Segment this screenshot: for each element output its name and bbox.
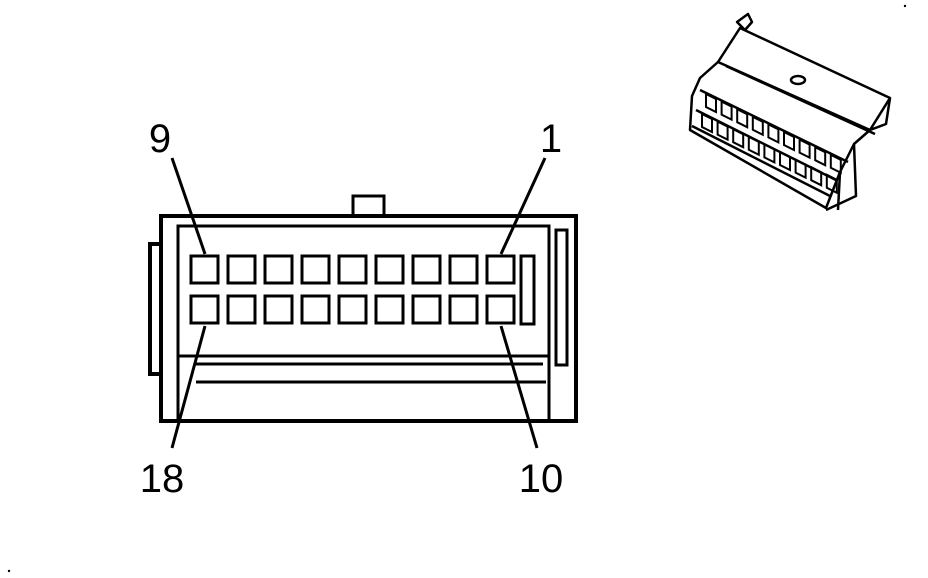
iso-cavity (747, 135, 760, 157)
pin-cavity-5 (337, 254, 368, 285)
pin-cavity-9 (189, 254, 220, 285)
leader-lines (170, 157, 547, 449)
pin-cavity-12 (411, 294, 442, 325)
pin-cavity-14 (337, 294, 368, 325)
iso-cavity (763, 142, 776, 165)
inner-frame (176, 224, 551, 358)
pin-cavity-2 (448, 254, 479, 285)
stray-dot (903, 4, 907, 8)
iso-cavity (751, 115, 764, 137)
leader-pin-18 (170, 325, 207, 449)
stray-dot (7, 569, 11, 573)
pin-cavity-15 (300, 294, 331, 325)
connector-face (148, 194, 578, 423)
label-pin-10: 10 (519, 457, 564, 501)
lower-ledge (176, 356, 551, 421)
iso-cavity (705, 92, 717, 114)
locking-tab (351, 194, 386, 218)
leader-pin-9 (170, 157, 207, 255)
pin-cavity-4 (374, 254, 405, 285)
label-pin-1: 1 (540, 117, 562, 161)
pin-cavity-8 (226, 254, 257, 285)
pin-cavities (189, 254, 516, 325)
pin-cavity-7 (263, 254, 294, 285)
iso-cavity (779, 150, 791, 172)
iso-cavity (798, 137, 811, 160)
iso-cavity (701, 112, 713, 134)
iso-cavity (736, 107, 749, 129)
pin-cavity-17 (226, 294, 257, 325)
label-pin-9: 9 (149, 117, 171, 161)
pin-cavity-13 (374, 294, 405, 325)
pin-cavity-1 (485, 254, 516, 285)
leader-pin-10 (499, 325, 539, 449)
pin-cavity-3 (411, 254, 442, 285)
iso-cavity (716, 119, 729, 142)
connector-isometric-icon (688, 12, 892, 212)
outer-housing (159, 214, 578, 423)
pin-cavity-11 (448, 294, 479, 325)
label-pin-18: 18 (140, 457, 185, 501)
iso-cavity (783, 130, 795, 152)
iso-cavity (825, 173, 838, 195)
leader-pin-1 (499, 157, 547, 255)
iso-cavity (720, 99, 733, 122)
iso-cavity (810, 165, 823, 187)
pin-cavity-18 (189, 294, 220, 325)
pin-cavity-10 (485, 294, 516, 325)
iso-cavity (794, 157, 807, 180)
iso-cavity (829, 153, 842, 175)
iso-cavity (732, 127, 745, 149)
iso-cavity (767, 122, 780, 145)
pin-cavity-16 (263, 294, 294, 325)
left-latch (148, 242, 161, 376)
isometric-pin-grid (701, 92, 842, 195)
right-rail (554, 228, 569, 367)
keying-slot (519, 254, 536, 326)
iso-cavity (814, 145, 827, 167)
pin-cavity-6 (300, 254, 331, 285)
